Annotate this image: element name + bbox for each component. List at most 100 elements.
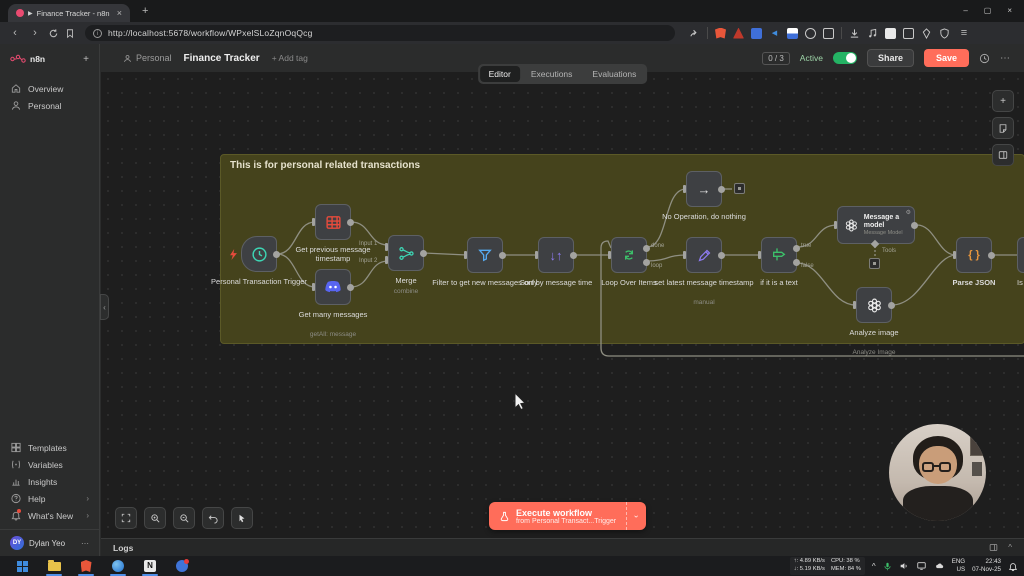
window-close-icon[interactable]: ×: [1007, 6, 1012, 15]
output-port-true[interactable]: [793, 245, 800, 252]
input-port[interactable]: [535, 251, 538, 259]
sidebar-item-templates[interactable]: Templates: [0, 439, 99, 456]
folder-extension-icon[interactable]: [787, 27, 798, 39]
tray-expand-icon[interactable]: ^: [871, 561, 876, 571]
node-set-latest-message-timestamp[interactable]: set latest message timestamp manual: [654, 237, 754, 306]
workflow-name[interactable]: Finance Tracker: [183, 52, 260, 64]
output-port[interactable]: [347, 283, 354, 291]
open-panel-icon[interactable]: [989, 543, 998, 552]
input-port[interactable]: [758, 251, 761, 259]
node-message-a-model[interactable]: Message a model Message Model ⚙: [834, 206, 918, 244]
tab-executions[interactable]: Executions: [530, 69, 573, 79]
workflow-menu-icon[interactable]: ⋯: [1000, 52, 1010, 64]
volume-extension-icon[interactable]: ◀: [771, 29, 778, 37]
music-icon[interactable]: [867, 28, 878, 39]
sidebar-item-insights[interactable]: Insights: [0, 473, 99, 490]
tab-close-icon[interactable]: ×: [116, 8, 122, 18]
privacy-shield-icon[interactable]: [939, 27, 950, 39]
node-partial-right[interactable]: Is it: [1017, 237, 1024, 287]
save-button[interactable]: Save: [923, 49, 969, 67]
node-merge[interactable]: Merge combine: [385, 235, 427, 295]
reload-icon[interactable]: [48, 28, 59, 39]
toggle-panel-button[interactable]: [992, 144, 1014, 166]
window-maximize-icon[interactable]: ▢: [983, 6, 992, 15]
window-minimize-icon[interactable]: –: [963, 6, 968, 15]
output-port[interactable]: [570, 251, 577, 259]
unconnected-endpoint[interactable]: [869, 258, 880, 269]
execute-options-button[interactable]: ›: [626, 502, 646, 530]
tab-evaluations[interactable]: Evaluations: [592, 69, 637, 79]
node-get-previous-message-timestamp[interactable]: Get previous message timestamp: [295, 204, 371, 263]
onedrive-icon[interactable]: [934, 561, 945, 571]
add-tag-button[interactable]: + Add tag: [271, 53, 308, 63]
browser-menu-icon[interactable]: ≡: [960, 27, 968, 39]
window-extension-icon[interactable]: [885, 27, 896, 39]
translate-extension-icon[interactable]: [751, 27, 762, 39]
node-loop-over-items[interactable]: Loop Over Items: [601, 237, 657, 287]
back-icon[interactable]: ‹: [13, 27, 17, 39]
wallet-extension-icon[interactable]: [903, 27, 914, 39]
sidebar-item-whats-new[interactable]: What's New ›: [0, 507, 99, 524]
zoom-to-fit-button[interactable]: [115, 507, 137, 529]
execute-workflow-button[interactable]: Execute workflow from Personal Transact.…: [489, 502, 647, 530]
sidebar-item-personal[interactable]: Personal: [0, 97, 99, 114]
sidebar-item-variables[interactable]: Variables: [0, 456, 99, 473]
user-more-icon[interactable]: ⋯: [81, 538, 89, 548]
sidebar-collapse-handle[interactable]: ‹: [100, 294, 109, 320]
output-port[interactable]: [718, 185, 725, 193]
url-bar[interactable]: i http://localhost:5678/workflow/WPxelSL…: [85, 25, 675, 41]
input-port[interactable]: [312, 218, 315, 226]
output-port[interactable]: [420, 249, 427, 257]
history-icon[interactable]: [979, 53, 990, 64]
zoom-in-button[interactable]: [144, 507, 166, 529]
app-with-notification-button[interactable]: [171, 558, 193, 574]
file-explorer-button[interactable]: [43, 558, 65, 576]
share-icon[interactable]: [689, 28, 700, 39]
browser-tab[interactable]: ▶ Finance Tracker - n8n ×: [8, 4, 130, 22]
tab-editor[interactable]: Editor: [479, 66, 520, 82]
input-port[interactable]: [608, 251, 611, 259]
workflow-canvas[interactable]: Editor Executions Evaluations This is fo…: [100, 64, 1024, 538]
site-info-icon[interactable]: i: [93, 28, 102, 38]
node-no-operation[interactable]: → No Operation, do nothing: [662, 171, 746, 221]
node-personal-transaction-trigger[interactable]: Personal Transaction Trigger: [211, 236, 307, 286]
node-get-many-messages[interactable]: Get many messages getAll: message: [299, 269, 367, 338]
output-port-loop[interactable]: [643, 259, 650, 266]
undo-button[interactable]: [202, 507, 224, 529]
brave-shield-icon[interactable]: [715, 27, 726, 39]
display-icon[interactable]: [916, 561, 927, 571]
input-port[interactable]: [834, 221, 837, 229]
user-menu[interactable]: DY Dylan Yeo ⋯: [0, 529, 99, 552]
output-port[interactable]: [347, 218, 354, 226]
clock[interactable]: 22:43 07-Nov-25: [972, 558, 1001, 574]
active-toggle[interactable]: [832, 52, 857, 64]
node-if[interactable]: if it is a text: [758, 237, 800, 287]
sidebar-item-help[interactable]: Help ›: [0, 490, 99, 507]
microphone-icon[interactable]: [883, 561, 892, 572]
node-analyze-image[interactable]: Analyze image Analyze Image: [849, 287, 899, 356]
download-icon[interactable]: [849, 28, 860, 39]
logs-bar[interactable]: Logs ^: [101, 538, 1024, 556]
output-port[interactable]: [888, 301, 895, 309]
node-filter[interactable]: Filter to get new messages only: [432, 237, 538, 287]
chat-extension-icon[interactable]: [805, 27, 816, 39]
input-port[interactable]: [312, 283, 315, 291]
new-tab-button[interactable]: +: [142, 5, 149, 17]
expand-logs-icon[interactable]: ^: [1008, 543, 1012, 552]
output-port[interactable]: [911, 221, 918, 229]
language-indicator[interactable]: ENG US: [952, 558, 965, 574]
zoom-out-button[interactable]: [173, 507, 195, 529]
notion-button[interactable]: N: [139, 558, 161, 576]
output-port[interactable]: [499, 251, 506, 259]
input-port[interactable]: [464, 251, 467, 259]
output-port-false[interactable]: [793, 259, 800, 266]
warning-extension-icon[interactable]: [733, 27, 744, 39]
add-sticky-button[interactable]: [992, 117, 1014, 139]
bookmark-icon[interactable]: [65, 28, 75, 39]
share-button[interactable]: Share: [866, 49, 914, 67]
node-sort[interactable]: ↓↑ Sort by message time: [520, 237, 592, 287]
node-parse-json[interactable]: { } Parse JSON: [953, 237, 995, 287]
notification-center-icon[interactable]: [1008, 561, 1018, 572]
unconnected-endpoint[interactable]: [734, 183, 745, 194]
add-workflow-button[interactable]: +: [83, 53, 89, 65]
